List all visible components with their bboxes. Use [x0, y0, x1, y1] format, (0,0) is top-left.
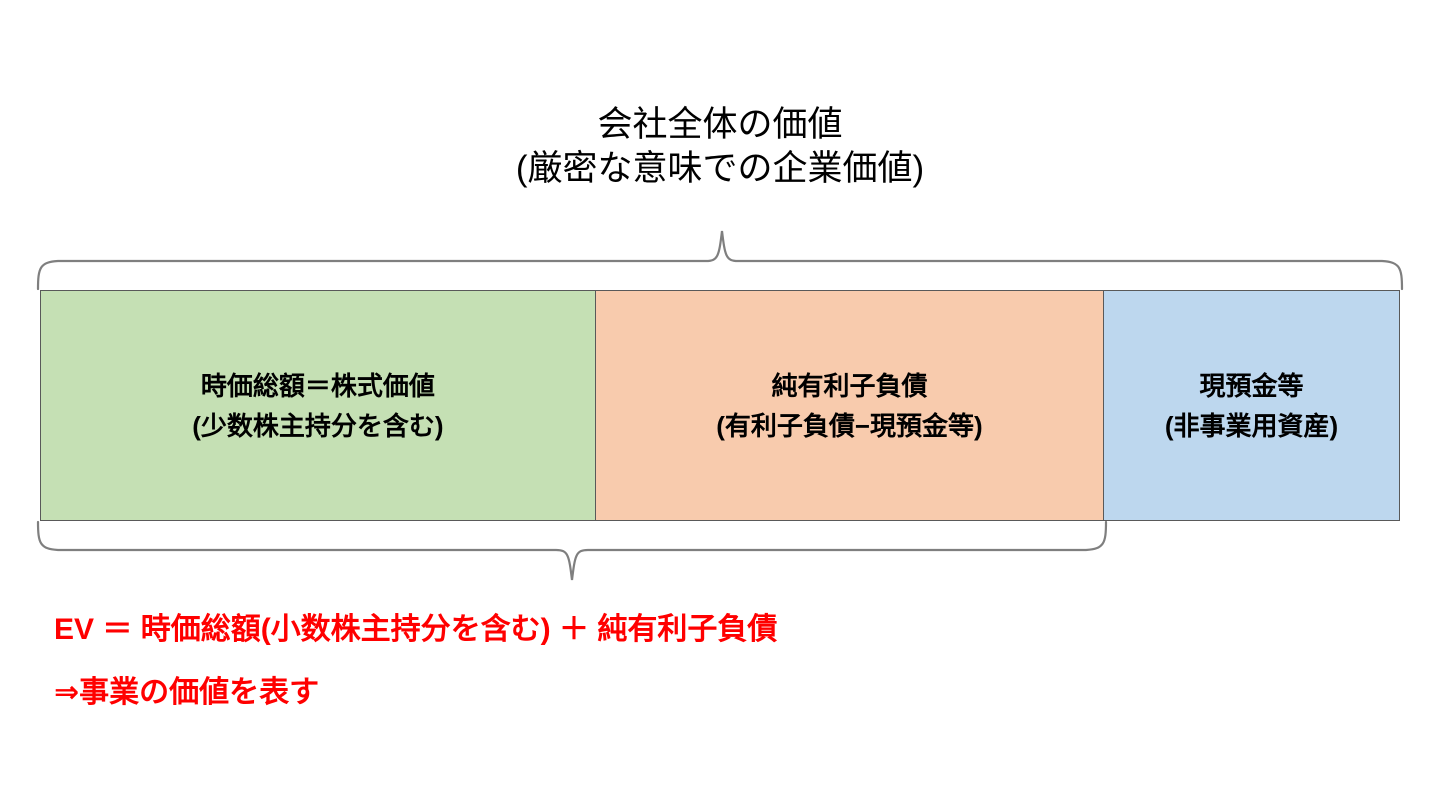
- page-title: 会社全体の価値 (厳密な意味での企業価値): [0, 103, 1440, 191]
- segment-equity-value-line-2: (少数株主持分を含む): [192, 410, 444, 441]
- title-line-2: (厳密な意味での企業価値): [515, 149, 925, 188]
- ev-formula-line-2: ⇒事業の価値を表す: [54, 676, 320, 709]
- value-bar: 時価総額＝株式価値 (少数株主持分を含む) 純有利子負債 (有利子負債−現預金等…: [40, 290, 1400, 521]
- segment-equity-value-line-1: 時価総額＝株式価値: [200, 370, 435, 401]
- title-line-1: 会社全体の価値: [597, 105, 843, 144]
- segment-net-debt-line-2: (有利子負債−現預金等): [716, 410, 983, 441]
- segment-cash-line-1: 現預金等: [1199, 370, 1304, 401]
- bottom-brace: [36, 520, 1108, 581]
- segment-cash-line-2: (非事業用資産): [1164, 410, 1339, 441]
- segment-cash-and-deposits[interactable]: 現預金等 (非事業用資産): [1103, 290, 1400, 521]
- ev-formula: EV ＝ 時価総額(小数株主持分を含む) ＋ 純有利子負債 ⇒事業の価値を表す: [54, 598, 777, 724]
- top-brace: [36, 230, 1404, 291]
- segment-net-interest-bearing-debt[interactable]: 純有利子負債 (有利子負債−現預金等): [594, 290, 1105, 521]
- segment-net-debt-line-1: 純有利子負債: [771, 370, 928, 401]
- segment-equity-value[interactable]: 時価総額＝株式価値 (少数株主持分を含む): [40, 290, 596, 521]
- ev-formula-line-1: EV ＝ 時価総額(小数株主持分を含む) ＋ 純有利子負債: [54, 613, 778, 646]
